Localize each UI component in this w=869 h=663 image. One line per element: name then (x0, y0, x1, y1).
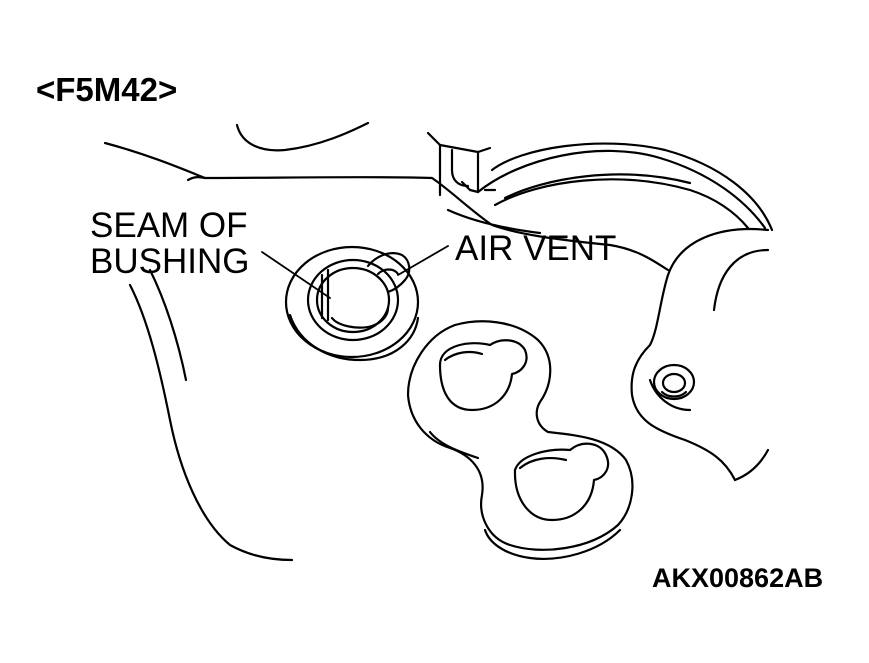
case-left-wall (128, 268, 294, 562)
bushing (284, 245, 420, 362)
bolt-hole (652, 363, 696, 401)
seam-leader (261, 251, 331, 299)
case-rib (426, 131, 497, 197)
case-upper-contour (103, 121, 670, 272)
seam-of-bushing-line1: SEAM OF (90, 206, 248, 245)
air-vent-label: AIR VENT (455, 229, 617, 268)
seam-of-bushing-line2: BUSHING (90, 242, 250, 281)
case-arc-housing (476, 142, 774, 232)
model-code-label: <F5M42> (36, 71, 178, 108)
leader-lines (261, 245, 449, 299)
air-vent-leader (397, 245, 449, 276)
figure-id-label: AKX00862AB (652, 563, 824, 593)
seam-of-bushing-label: SEAM OF BUSHING (90, 208, 249, 280)
oil-passage-plate (406, 320, 634, 560)
case-right-flange (630, 228, 770, 482)
